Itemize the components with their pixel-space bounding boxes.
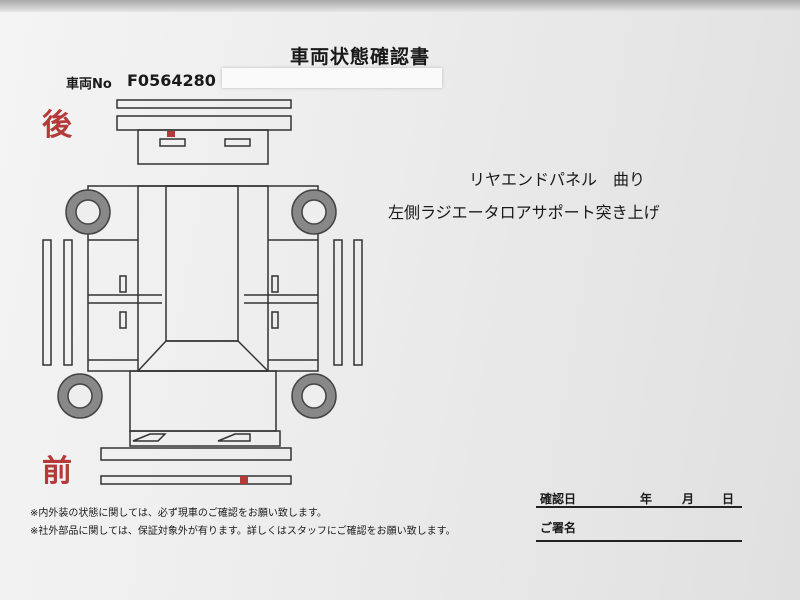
footnote: ※社外部品に関しては、保証対象外が有ります。詳しくはスタッフにご確認をお願い致し…	[30, 526, 456, 537]
month-label: 月	[682, 492, 695, 506]
year-label: 年	[640, 492, 653, 506]
damage-mark-rear	[167, 131, 175, 137]
document-title: 車両状態確認書	[290, 46, 431, 68]
damage-mark-front	[240, 476, 248, 484]
footnote: ※内外装の状態に関しては、必ず現車のご確認をお願い致します。	[30, 508, 327, 519]
vehicle-no-label: 車両No	[66, 77, 112, 92]
signature-line	[536, 540, 742, 542]
date-line	[536, 506, 742, 508]
confirm-date-label: 確認日	[540, 492, 577, 506]
redacted-field	[222, 68, 442, 88]
damage-note: リヤエンドパネル 曲り	[469, 170, 646, 189]
signature-label: ご署名	[540, 521, 577, 535]
vehicle-no-value: F0564280	[127, 71, 216, 90]
photo-shadow	[0, 0, 800, 12]
wheel-icon	[57, 189, 337, 419]
day-label: 日	[722, 492, 735, 506]
front-label: 前	[42, 454, 72, 489]
rear-label: 後	[42, 108, 72, 143]
damage-note: 左側ラジエータロアサポート突き上げ	[388, 203, 660, 222]
